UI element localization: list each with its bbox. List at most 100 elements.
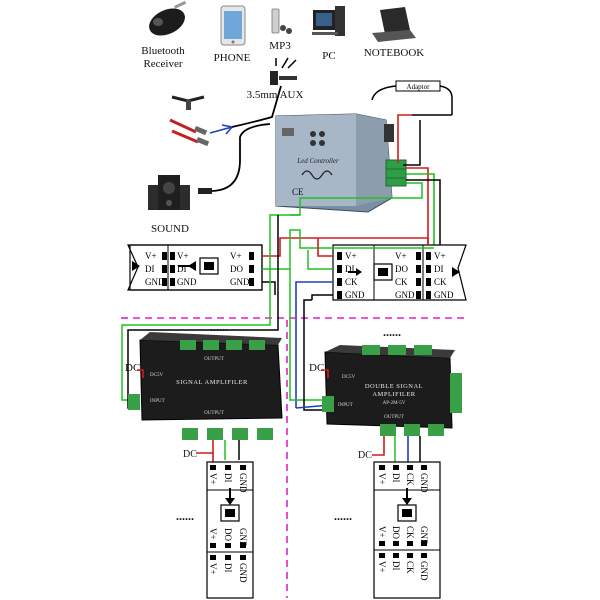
controller-name: Led Controller <box>296 157 339 165</box>
pin-pad <box>416 278 421 286</box>
vstrip-right-mid-pin-do: DO <box>391 526 401 539</box>
phone-label: PHONE <box>214 52 251 64</box>
vstrip-right-mid-pin-gnd: GND <box>419 526 429 546</box>
ellipsis-1: ...... <box>210 320 228 334</box>
vstrip-left-bot-pin-v+: V+ <box>208 563 218 575</box>
pin-pad <box>240 465 246 470</box>
vstrip-right-bot-pin-ck: CK <box>405 561 415 574</box>
pin-pad <box>249 278 254 286</box>
pin-pad <box>416 265 421 273</box>
sound-label: SOUND <box>151 223 189 235</box>
strip-right-out-pin-do: DO <box>395 264 408 274</box>
bluetooth-label-1: Bluetooth <box>141 45 185 57</box>
pin-pad <box>337 265 342 273</box>
vstrip-left-mid-pin-do: DO <box>223 528 233 541</box>
pin-pad <box>421 465 427 470</box>
double-amp-dc-label: DC <box>309 362 324 374</box>
pin-pad <box>337 252 342 260</box>
led-controller: Led Controller CE <box>275 113 407 213</box>
aux-label: 3.5mm AUX <box>247 89 304 101</box>
pin-pad <box>379 541 385 546</box>
pin-pad <box>249 252 254 260</box>
single-amp-output-top: OUTPUT <box>204 357 224 362</box>
pin-pad <box>210 555 216 560</box>
pin-pad <box>210 465 216 470</box>
single-amp-output-bottom: OUTPUT <box>204 411 224 416</box>
double-amp-power: DC5V <box>342 375 355 380</box>
vstrip-right-top-pin-ck: CK <box>405 473 415 486</box>
pin-pad <box>162 252 167 260</box>
pin-pad <box>407 465 413 470</box>
pin-pad <box>421 541 427 546</box>
single-amp-input: INPUT <box>150 399 165 404</box>
speaker-system-icon <box>148 175 190 210</box>
double-amp-model: AP-2M-5V <box>383 401 406 406</box>
pin-pad <box>379 553 385 558</box>
led-strip-left <box>127 244 263 291</box>
ellipsis-2: ...... <box>383 325 401 339</box>
pin-pad <box>225 555 231 560</box>
pin-pad <box>170 278 175 286</box>
adaptor-label: Adaptor <box>407 83 431 91</box>
pin-pad <box>416 252 421 260</box>
pin-pad <box>426 278 431 286</box>
pin-pad <box>170 252 175 260</box>
pin-pad <box>162 265 167 273</box>
strip-left-out-pin-gnd: GND <box>230 277 250 287</box>
pin-pad <box>421 553 427 558</box>
double-amp-title2: AMPLIFILER <box>372 391 415 398</box>
vstrip-left-top-pin-v+: V+ <box>208 473 218 485</box>
ellipsis-4: ...... <box>176 509 194 523</box>
y-splitter-icon <box>171 95 205 110</box>
led-strip-right <box>332 244 467 301</box>
strip-right-far-pin-di: DI <box>434 264 444 274</box>
strip-left-far-pin-v+: V+ <box>145 251 157 261</box>
strip-left-far-pin-di: DI <box>145 264 155 274</box>
pin-pad <box>162 278 167 286</box>
vstrip-left-mid-pin-gnd: GND <box>238 528 248 548</box>
pin-pad <box>407 541 413 546</box>
vertical-strip-right <box>373 461 441 599</box>
vstrip-left-mid-pin-v+: V+ <box>208 528 218 540</box>
double-amp-input: INPUT <box>338 403 353 408</box>
strip-left-out-pin-v+: V+ <box>230 251 242 261</box>
strip-right-in-pin-gnd: GND <box>345 290 365 300</box>
pin-pad <box>337 291 342 299</box>
pin-pad <box>393 553 399 558</box>
mp3-icon <box>271 8 292 34</box>
single-amp-dc-label: DC <box>125 362 140 374</box>
double-signal-amplifier: DOUBLE SIGNAL AMPLIFILER AP-2M-5V OUTPUT… <box>322 345 462 436</box>
phone-icon <box>220 5 246 46</box>
pin-pad <box>240 543 246 548</box>
vstrip-right-top-pin-v+: V+ <box>377 473 387 485</box>
mp3-label: MP3 <box>269 40 291 52</box>
notebook-label: NOTEBOOK <box>364 47 425 59</box>
notebook-icon <box>372 7 416 42</box>
pin-pad <box>416 291 421 299</box>
pin-pad <box>249 265 254 273</box>
vstrip-right-bot-pin-di: DI <box>391 561 401 571</box>
pin-pad <box>210 543 216 548</box>
strip-left-pin-v+: V+ <box>177 251 189 261</box>
ce-mark: CE <box>292 187 304 197</box>
pin-pad <box>225 543 231 548</box>
strip-right-in-pin-ck: CK <box>345 277 358 287</box>
strip-right-out-pin-v+: V+ <box>395 251 407 261</box>
bluetooth-label-2: Receiver <box>143 58 182 70</box>
pin-pad <box>426 291 431 299</box>
pin-pad <box>426 252 431 260</box>
vstrip-left-dc-label: DC <box>183 449 197 460</box>
pin-pad <box>407 553 413 558</box>
bluetooth-receiver-icon <box>149 0 187 36</box>
pin-pad <box>393 465 399 470</box>
vstrip-right-bot-pin-gnd: GND <box>419 561 429 581</box>
vstrip-right-bot-pin-v+: V+ <box>377 561 387 573</box>
vstrip-right-top-pin-gnd: GND <box>419 473 429 493</box>
pin-pad <box>393 541 399 546</box>
single-amp-title: SIGNAL AMPLIFILER <box>176 379 248 386</box>
rca-cable-icon <box>169 118 210 147</box>
strip-left-out-pin-do: DO <box>230 264 243 274</box>
strip-left-pin-gnd: GND <box>177 277 197 287</box>
signal-amplifier: SIGNAL AMPLIFILER OUTPUT OUTPUT INPUT DC… <box>128 332 283 440</box>
pin-pad <box>426 265 431 273</box>
